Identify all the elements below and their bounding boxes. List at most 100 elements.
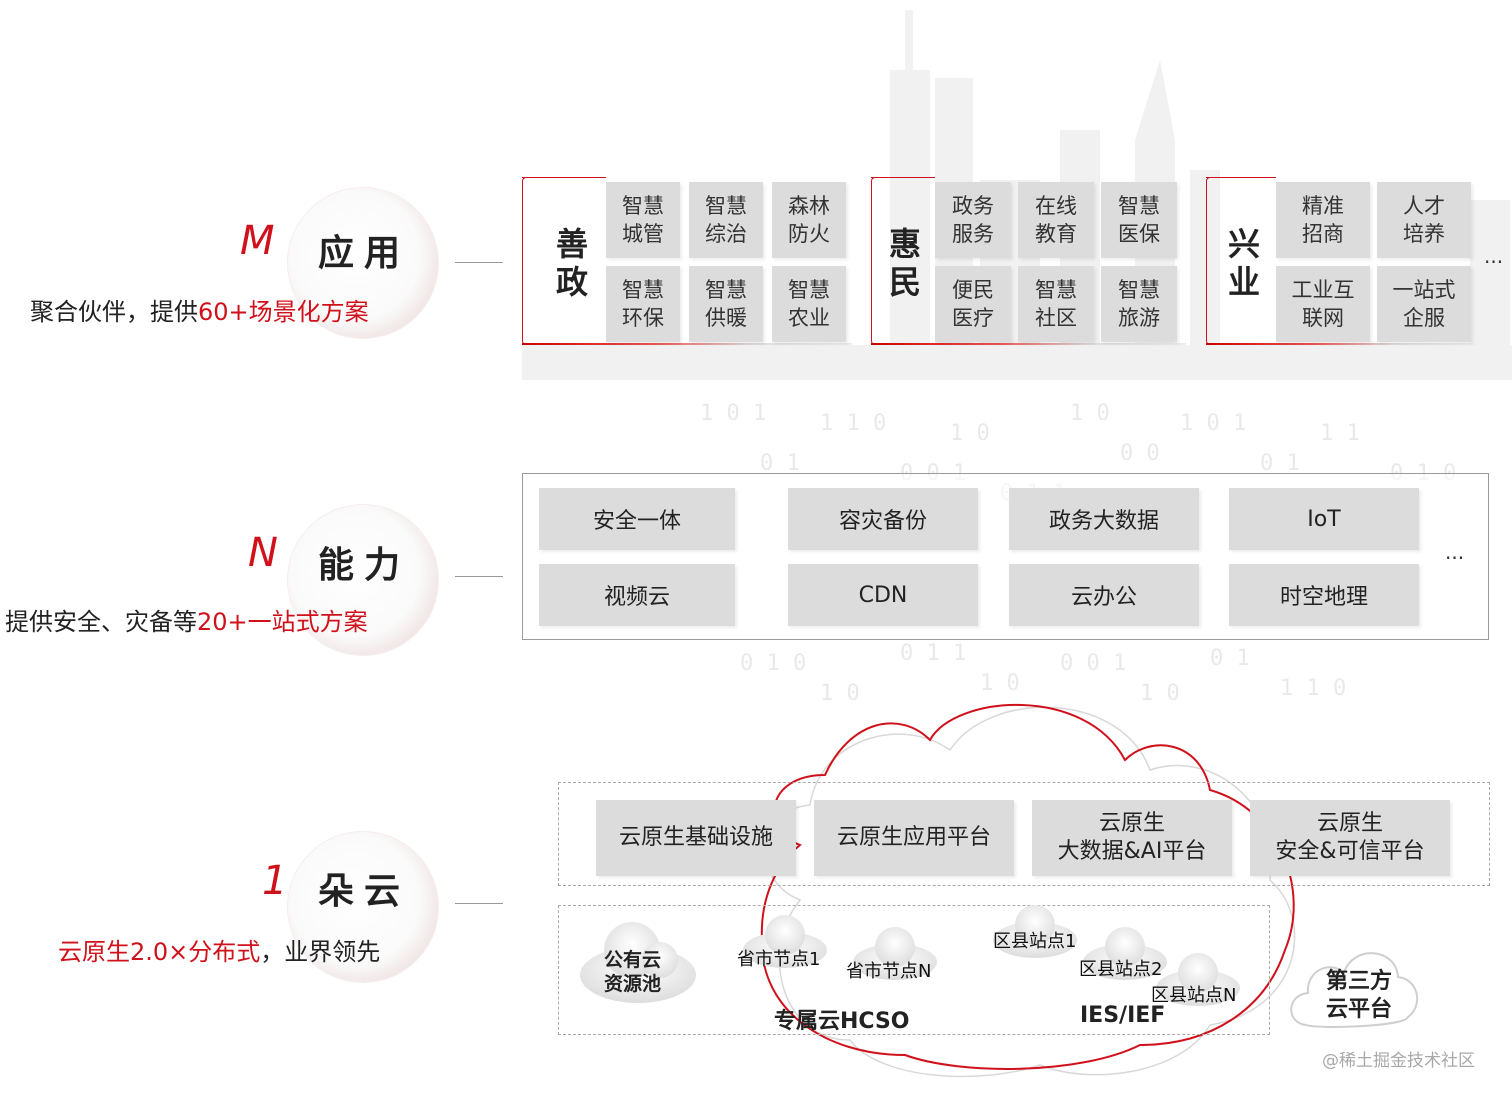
one-connector [455,903,503,904]
svg-text:0 1 0: 0 1 0 [740,651,806,676]
platform-line: 云原生 [1316,811,1383,836]
public-cloud-label: 公有云资源池 [604,948,661,996]
gray-cloud-outline [764,706,1296,1078]
public-cloud-line: 资源池 [604,973,662,995]
platform-line: 云原生应用平台 [836,825,991,850]
ies-label: IES/IEF [1080,1003,1166,1028]
platform-tile: 云原生应用平台 [814,800,1014,876]
m-title: 应用 [318,233,411,274]
one-letter: 1 [262,858,288,904]
app-group-shanzheng: 善政 智慧城管 智慧综治 森林防火 智慧环保 智慧供暖 智慧农业 [522,177,852,345]
app-tile: 智慧医保 [1101,182,1177,258]
group-bottom-line [871,343,1186,345]
app-tile: 工业互联网 [1276,266,1370,342]
public-cloud-icon [580,922,696,1003]
group-label: 善政 [555,225,588,301]
n-subtitle: 提供安全、灾备等20+一站式方案 [5,602,368,637]
app-tile: 精准招商 [1276,182,1370,258]
app-tile: 在线教育 [1018,182,1094,258]
site-n-label: 区县站点N [1151,985,1237,1006]
n-connector [455,576,503,577]
platform-tile: 云原生安全&可信平台 [1250,800,1450,876]
svg-text:0 1 1: 0 1 1 [900,641,966,666]
svg-text:1 0: 1 0 [1070,401,1110,426]
capability-tile: 云办公 [1009,564,1199,626]
app-tile: 森林防火 [772,182,846,258]
platform-tile: 云原生大数据&AI平台 [1032,800,1232,876]
app-tile: 智慧城管 [606,182,680,258]
app-tile: 人才培养 [1377,182,1471,258]
hcso-label: 专属云HCSO [774,1009,910,1034]
one-subtitle-plain: ，业界领先 [260,938,381,966]
m-connector [455,262,503,263]
svg-text:1 1 0: 1 1 0 [820,411,886,436]
deployment-dashed-box [558,905,1270,1035]
platform-line: 云原生基础设施 [618,825,773,850]
app-more-ellipsis: ... [1484,244,1504,268]
app-tile: 智慧供暖 [689,266,763,342]
app-tile: 便民医疗 [935,266,1011,342]
third-party-line: 云平台 [1326,997,1393,1022]
one-title: 朵云 [318,871,411,912]
capability-tile: 安全一体 [539,488,735,550]
m-letter: M [240,218,275,264]
watermark: @稀土掘金技术社区 [1322,1051,1475,1071]
svg-text:1 0 1: 1 0 1 [1180,411,1246,436]
platform-line: 云原生 [1098,811,1165,836]
app-tile: 政务服务 [935,182,1011,258]
app-tile: 智慧旅游 [1101,266,1177,342]
svg-text:0 0 1: 0 0 1 [1060,651,1126,676]
m-badge-circle [288,188,438,338]
third-party-cloud-icon [1290,952,1418,1028]
capability-tile: CDN [788,564,978,626]
group-top-line [1206,177,1276,178]
app-tile: 智慧社区 [1018,266,1094,342]
svg-text:0 1: 0 1 [1210,646,1250,671]
third-party-label: 第三方云平台 [1326,968,1392,1024]
site2-cloud-icon [1083,927,1167,980]
n-badge-circle [288,505,438,655]
svg-text:1 0: 1 0 [950,421,990,446]
capability-tile: 政务大数据 [1009,488,1199,550]
third-party-line: 第三方 [1326,969,1393,994]
n-subtitle-plain: 提供安全、灾备等 [5,608,197,636]
svg-text:1 1: 1 1 [1320,421,1360,446]
one-badge-circle [288,832,438,982]
platform-tile: 云原生基础设施 [596,800,796,876]
m-subtitle: 聚合伙伴，提供60+场景化方案 [30,292,369,327]
app-tile: 一站式企服 [1377,266,1471,342]
capability-tile: 视频云 [539,564,735,626]
site-2-label: 区县站点2 [1079,959,1163,980]
group-label: 兴业 [1227,225,1260,301]
capability-more-ellipsis: ... [1445,540,1465,564]
platform-line: 大数据&AI平台 [1057,839,1207,864]
capability-tile: 时空地理 [1229,564,1419,626]
one-subtitle: 云原生2.0×分布式，业界领先 [58,932,380,967]
m-subtitle-plain: 聚合伙伴，提供 [30,298,198,326]
m-subtitle-highlight: 60+场景化方案 [198,298,369,326]
noden-cloud-icon [853,927,937,980]
n-letter: N [248,530,278,576]
group-top-line [522,177,606,178]
app-tile: 智慧环保 [606,266,680,342]
capability-panel: 安全一体 容灾备份 政务大数据 IoT 视频云 CDN 云办公 时空地理 ... [522,473,1489,640]
svg-text:1 0 1: 1 0 1 [700,401,766,426]
app-tile: 智慧综治 [689,182,763,258]
app-tile: 智慧农业 [772,266,846,342]
node1-cloud-icon [743,915,827,968]
capability-tile: IoT [1229,488,1419,550]
group-label: 惠民 [888,225,921,301]
svg-text:0 0: 0 0 [1120,441,1160,466]
site-1-label: 区县站点1 [993,931,1077,952]
app-group-huimin: 惠民 政务服务 在线教育 智慧医保 便民医疗 智慧社区 智慧旅游 [871,177,1186,345]
public-cloud-line: 公有云 [604,949,662,971]
site1-cloud-icon [993,905,1077,958]
n-title: 能力 [318,545,411,586]
platform-line: 安全&可信平台 [1275,839,1425,864]
cloud-icons [580,905,1240,1006]
node-1-label: 省市节点1 [737,949,821,970]
group-bottom-line [522,343,852,345]
platform-dashed-box [558,782,1490,886]
node-n-label: 省市节点N [846,961,932,982]
group-bottom-line [1206,343,1476,345]
